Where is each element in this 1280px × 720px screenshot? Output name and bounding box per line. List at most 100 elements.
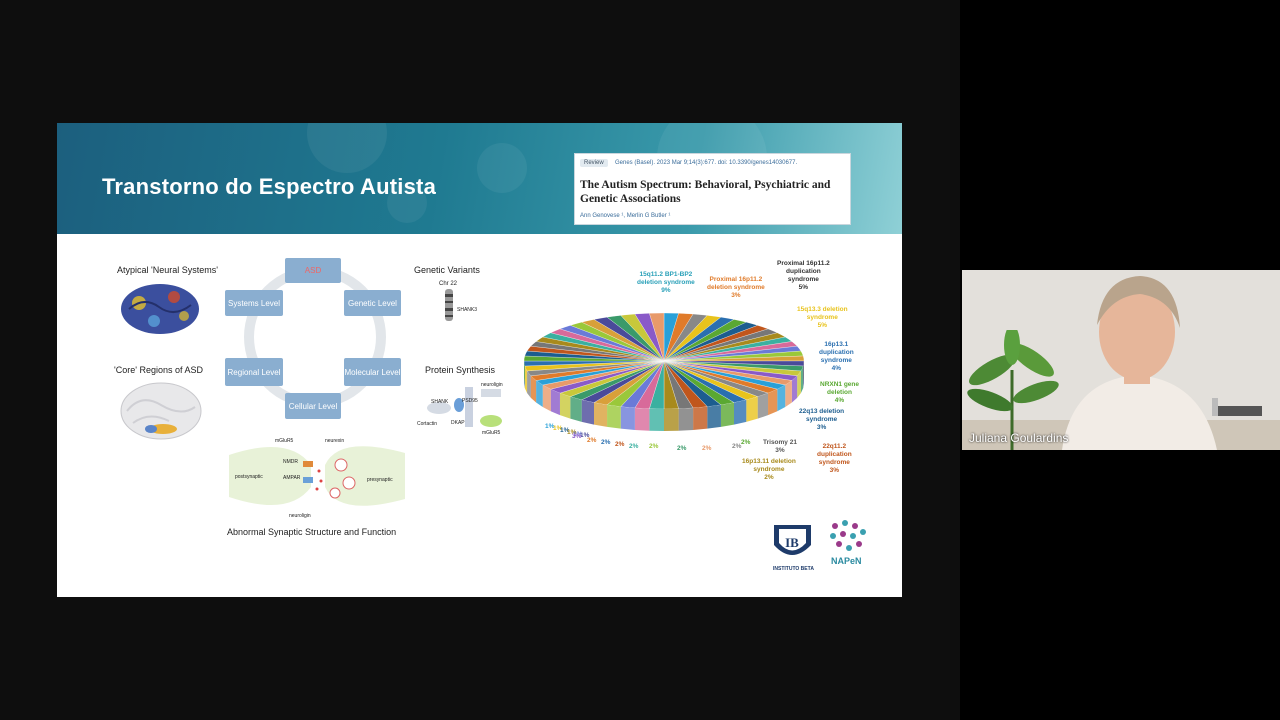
cycle-molecular-box: Molecular Level	[344, 358, 401, 386]
slide-title: Transtorno do Espectro Autista	[102, 174, 437, 199]
pie-slice-side	[785, 380, 792, 407]
pie-callout-label: 15q13.3 deletion syndrome 5%	[797, 306, 848, 329]
cycle-regional-box: Regional Level	[225, 358, 283, 386]
pie-slice-side	[720, 402, 734, 427]
pie-slice-side	[693, 406, 708, 430]
pie-slice-side	[734, 399, 747, 425]
pie-slice-side	[550, 389, 560, 416]
participant-person	[1062, 276, 1217, 450]
pie-callout-label: 22q13 deletion syndrome 3%	[799, 408, 845, 431]
protein-diagram	[427, 387, 502, 427]
protein-cortactin-label: Cortactin	[417, 421, 438, 427]
pie-callout-label: Trisomy 21 3%	[763, 439, 797, 454]
pie-callout-label: Proximal 16p11.2 deletion syndrome 3%	[707, 276, 765, 299]
cycle-systems-box: Systems Level	[225, 290, 283, 316]
synapse-nmdr-label: NMDR	[283, 459, 298, 465]
pie-slice-side	[607, 404, 621, 429]
pie-slice-side	[746, 396, 758, 422]
pie-percent-label: 3%	[572, 433, 582, 440]
pie-slice-side	[594, 402, 608, 427]
presentation-stage: Transtorno do Espectro Autista Review Ge…	[0, 0, 960, 720]
instituto-beta-text: INSTITUTO BETA	[773, 566, 814, 572]
napen-text: NAPeN	[831, 556, 862, 566]
pie-slice-side	[757, 393, 769, 419]
pie-slice-side	[649, 408, 664, 431]
protein-dkap-label: DKAP	[451, 420, 465, 426]
cycle-genetic-box: Genetic Level	[344, 290, 401, 316]
pie-callout-label: Proximal 16p11.2 duplication syndrome 5%	[777, 260, 830, 291]
instituto-beta-logo: IB	[774, 525, 811, 555]
pie-slice-side	[581, 399, 594, 425]
pie-slice-side	[707, 404, 721, 429]
protein-psd95-label: PSD95	[462, 398, 478, 404]
pie-slice-side	[524, 366, 528, 393]
pie-slice-side	[620, 406, 635, 430]
pie-percent-label: 2%	[677, 445, 687, 452]
pie-percent-label: 1%	[545, 423, 555, 430]
paper-title: The Autism Spectrum: Behavioral, Psychia…	[580, 179, 831, 205]
chr22-label: Chr 22	[439, 281, 458, 287]
plant-image	[967, 330, 1059, 450]
pie-slice-side	[559, 393, 571, 419]
pie-percent-label: 2%	[702, 445, 712, 452]
synapse-diagram	[229, 446, 405, 506]
pie-slice-side	[634, 407, 650, 431]
svg-text:IB: IB	[785, 535, 799, 550]
pie-callout-label: NRXN1 gene deletion 4%	[820, 381, 860, 404]
paper-authors: Ann Genovese ¹, Merlin G Butler ¹	[580, 213, 671, 219]
pie-slice-side	[678, 407, 694, 431]
pie-slice-side	[536, 380, 543, 407]
pie-percent-label: 2%	[741, 439, 751, 446]
pie-percent-label: 2%	[615, 441, 625, 448]
pie-slice-side	[768, 389, 778, 416]
pie-slice-side	[542, 385, 551, 412]
pie-callout-label: 16p13.11 deletion syndrome 2%	[742, 458, 796, 481]
participant-name: Juliana Goulardins	[969, 431, 1069, 445]
protein-mglur5-label: mGluR5	[482, 430, 501, 436]
pie-slice-side	[530, 375, 537, 403]
atypical-label: Atypical 'Neural Systems'	[117, 265, 218, 275]
pie-callout-label: 22q11.2 duplication syndrome 3%	[817, 443, 852, 474]
pie-percent-label: 1%	[573, 431, 583, 438]
participant-video-tile[interactable]: Juliana Goulardins	[962, 270, 1280, 450]
cycle-cellular-box: Cellular Level	[285, 393, 341, 419]
chromosome-image	[445, 289, 453, 321]
protein-neuroligin-label: neuroligin	[481, 382, 503, 388]
pie-slice-side	[797, 370, 801, 398]
pie-slice-side	[800, 366, 804, 393]
genetic-variants-label: Genetic Variants	[414, 265, 480, 275]
brain-core-image	[120, 382, 202, 440]
synapse-neurexin-label: neurexin	[325, 438, 345, 444]
paper-tag: Review	[580, 159, 608, 167]
pie-callout-label: 15q11.2 BP1-BP2 deletion syndrome 9%	[637, 271, 695, 294]
pie-percent-label: 1%	[553, 425, 563, 432]
protein-shank-label: SHANK	[431, 399, 449, 405]
desk-devices	[1212, 398, 1262, 416]
pie-chart-3d	[524, 313, 804, 431]
pie-slice-side	[777, 385, 786, 412]
synapse-neuroligin-label: neuroligin	[289, 513, 311, 519]
shared-slide: Transtorno do Espectro Autista Review Ge…	[57, 123, 902, 597]
pie-percent-label: 2%	[649, 443, 659, 450]
pie-percent-label: 2%	[587, 437, 597, 444]
synapse-mglur5-label: mGluR5	[275, 438, 294, 444]
paper-citation: Genes (Basel). 2023 Mar 9;14(3):677. doi…	[615, 160, 798, 166]
cycle-asd-box: ASD	[285, 258, 341, 283]
shank3-label: SHANK3	[457, 307, 478, 313]
pie-percent-label: 1%	[580, 432, 590, 439]
pie-percent-label: 2%	[629, 443, 639, 450]
pie-slice-side	[803, 361, 804, 389]
pie-slice-side	[664, 408, 679, 431]
pie-percent-label: 1%	[560, 427, 570, 434]
pie-callout-label: 16p13.1 duplication syndrome 4%	[819, 341, 854, 372]
napen-logo	[830, 520, 866, 551]
protein-synthesis-label: Protein Synthesis	[425, 365, 496, 375]
synaptic-caption: Abnormal Synaptic Structure and Function	[227, 527, 397, 537]
pie-percent-label: 2%	[601, 439, 611, 446]
brain-activity-image	[121, 284, 199, 334]
synapse-presynaptic-label: presynaptic	[367, 477, 393, 483]
core-regions-label: 'Core' Regions of ASD	[114, 365, 203, 375]
pie-slice-side	[527, 370, 531, 398]
paper-citation-card: Review Genes (Basel). 2023 Mar 9;14(3):6…	[574, 153, 851, 225]
pie-percent-label: 2%	[732, 443, 742, 450]
